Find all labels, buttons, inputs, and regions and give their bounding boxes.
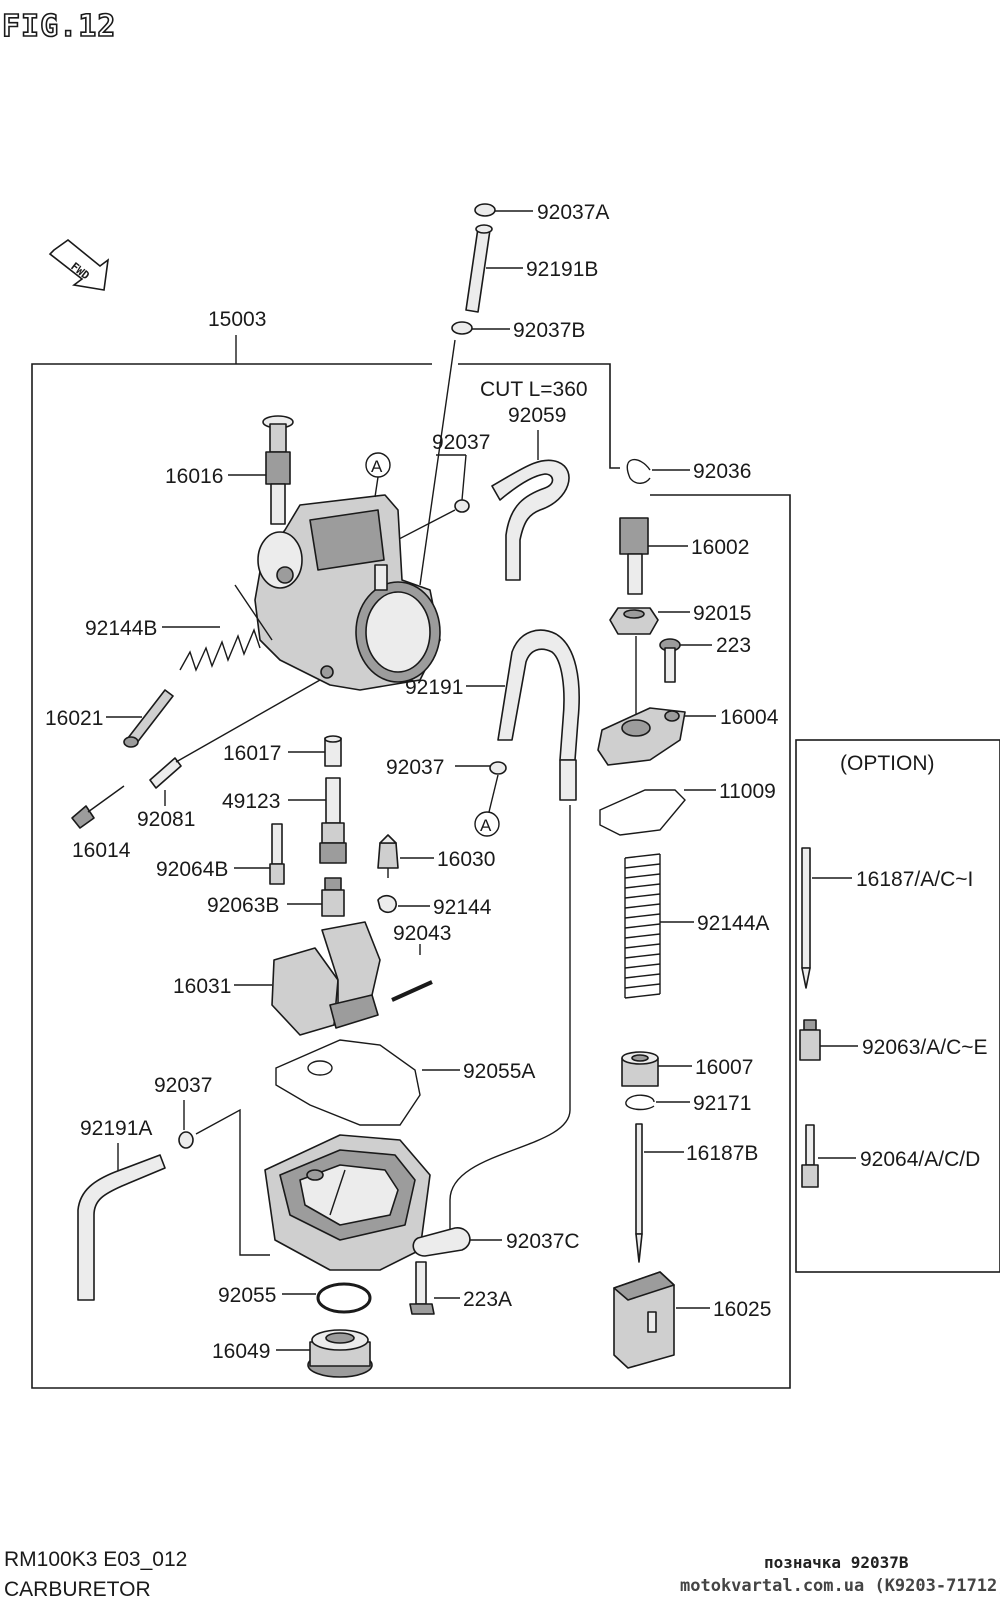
gasket-92055A-part [275,1039,421,1126]
label-16007: 16007 [695,1056,753,1079]
label-92037-low: 92037 [154,1074,212,1097]
spring-92144B-part [179,628,261,672]
label-92043: 92043 [393,922,451,945]
hose-92191B-part [465,224,493,313]
label-16002: 16002 [691,536,749,559]
front-direction-arrow-icon: FWD [48,238,110,291]
watermark: motokvartal.com.ua (K9203-71712) [680,1576,1000,1596]
label-16049: 16049 [212,1340,270,1363]
hose-92191A-part [77,1154,166,1301]
label-16014: 16014 [72,839,131,862]
label-92081: 92081 [137,808,195,831]
screw-16021-part [123,689,174,748]
needle-16187-option-part [801,847,811,989]
clip-92037B-part [451,321,473,335]
ref-a-letter-mid: A [480,816,492,835]
label-223: 223 [716,634,751,657]
label-16187-option: 16187/A/C~I [856,868,973,891]
label-92171: 92171 [693,1092,751,1115]
needle-jet-49123-part [319,777,347,864]
label-92036: 92036 [693,460,751,483]
label-92191B: 92191B [526,258,598,281]
section-title: CARBURETOR [4,1578,151,1601]
float-bowl-part [264,1134,431,1271]
label-92037A: 92037A [537,201,609,224]
clip-92037-low-part [178,1131,194,1149]
footer-note: позначка 92037B [764,1553,909,1572]
screw-223-part [659,638,681,683]
label-16017: 16017 [223,742,281,765]
option-frame [795,739,1000,1273]
o-ring-92055-part [316,1282,372,1314]
needle-16187B-part [635,1123,643,1263]
clip-92171-part [625,1094,655,1111]
label-92015: 92015 [693,602,751,625]
model-code: RM100K3 E03_012 [4,1548,187,1571]
gasket-11009-part [599,789,686,836]
seat-16007-part [621,1051,659,1087]
label-92064B: 92064B [156,858,228,881]
label-11009: 11009 [719,780,776,803]
label-16025: 16025 [713,1298,771,1321]
assembly-number: 15003 [208,308,266,331]
ref-a-letter-top: A [371,457,383,476]
cut-note: CUT L=360 [480,378,588,401]
label-16021: 16021 [45,707,103,730]
plug-16049-part [307,1329,373,1378]
label-92063B: 92063B [207,894,279,917]
clip-92037A-part [474,203,496,217]
adjuster-16002-part [619,517,649,595]
label-92191: 92191 [405,676,463,699]
screw-223A-part [409,1261,435,1315]
jet-16017-part [324,735,342,767]
label-16030: 16030 [437,848,495,871]
label-92037B: 92037B [513,319,585,342]
label-16031: 16031 [173,975,231,998]
pin-92043-part [391,980,433,1002]
label-16016: 16016 [165,465,223,488]
spring-92144A-part [624,853,661,999]
carburetor-body-part [254,494,441,691]
jet-92063-option-part [799,1019,821,1061]
label-49123: 49123 [222,790,280,813]
jet-92064-option-part [801,1124,819,1188]
label-223A: 223A [463,1288,512,1311]
jet-92063B-part [321,877,345,917]
label-92191A: 92191A [80,1117,152,1140]
label-92055: 92055 [218,1284,276,1307]
figure-title: FIG.12 [2,9,116,44]
hose-92059-part [491,459,570,581]
label-92059: 92059 [508,404,566,427]
screw-16014-part [71,785,125,829]
label-92037C: 92037C [506,1230,580,1253]
ref-a-circle-mid [474,811,500,837]
choke-plunger-16016-part [262,415,294,525]
label-92144: 92144 [433,896,492,919]
label-92064-option: 92064/A/C/D [860,1148,980,1171]
cap-16004-part [597,707,686,766]
hose-92191-part [497,629,580,801]
option-title: (OPTION) [840,752,935,775]
label-92037-mid: 92037 [386,756,444,779]
nut-92015-part [609,607,659,635]
label-92063-option: 92063/A/C~E [862,1036,988,1059]
float-16031-part [271,921,381,1036]
clip-92037C-part [412,1227,471,1257]
spring-92081-part [149,757,182,789]
label-16004: 16004 [720,706,779,729]
clip-92037-mid-part [489,761,507,775]
jet-92064B-part [269,823,285,885]
label-92055A: 92055A [463,1060,535,1083]
assembly-frame [31,335,791,1389]
clip-92144-part [377,894,397,914]
label-92037-top: 92037 [432,431,490,454]
throttle-valve-16025-part [613,1271,675,1369]
clip-92036-part [626,459,651,484]
float-valve-16030-part [377,834,399,878]
label-92144B: 92144B [85,617,157,640]
clip-92037-top-part [454,499,470,513]
label-92144A: 92144A [697,912,769,935]
label-16187B: 16187B [686,1142,758,1165]
